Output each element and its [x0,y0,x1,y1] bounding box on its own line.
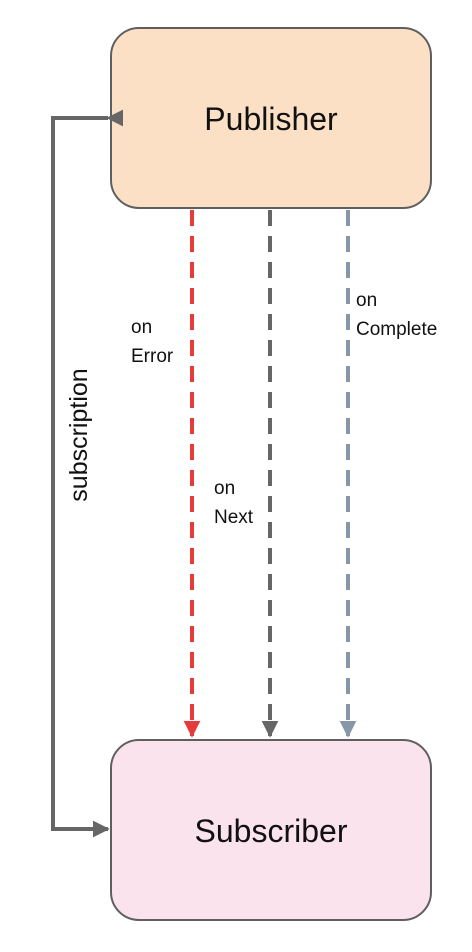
on-error-edge: on Error [131,210,201,738]
on-next-edge: on Next [214,210,279,738]
subscriber-node: Subscriber [110,739,432,921]
on-complete-label-line2: Complete [356,319,437,340]
subscription-edge: subscription [51,109,124,838]
on-error-label: on Error [131,317,174,367]
on-complete-edge: on Complete [339,210,437,738]
subscriber-label: Subscriber [195,813,348,849]
subscription-path [51,109,124,838]
on-complete-label: on Complete [356,290,437,340]
on-next-label-line1: on [214,478,235,499]
on-complete-label-line1: on [356,290,377,311]
publisher-node: Publisher [110,27,432,209]
on-error-label-line2: Error [131,346,174,367]
on-next-label: on Next [214,478,254,528]
publisher-label: Publisher [204,101,338,137]
subscription-label: subscription [65,368,93,501]
on-error-label-line1: on [131,317,152,338]
on-next-label-line2: Next [214,507,254,528]
